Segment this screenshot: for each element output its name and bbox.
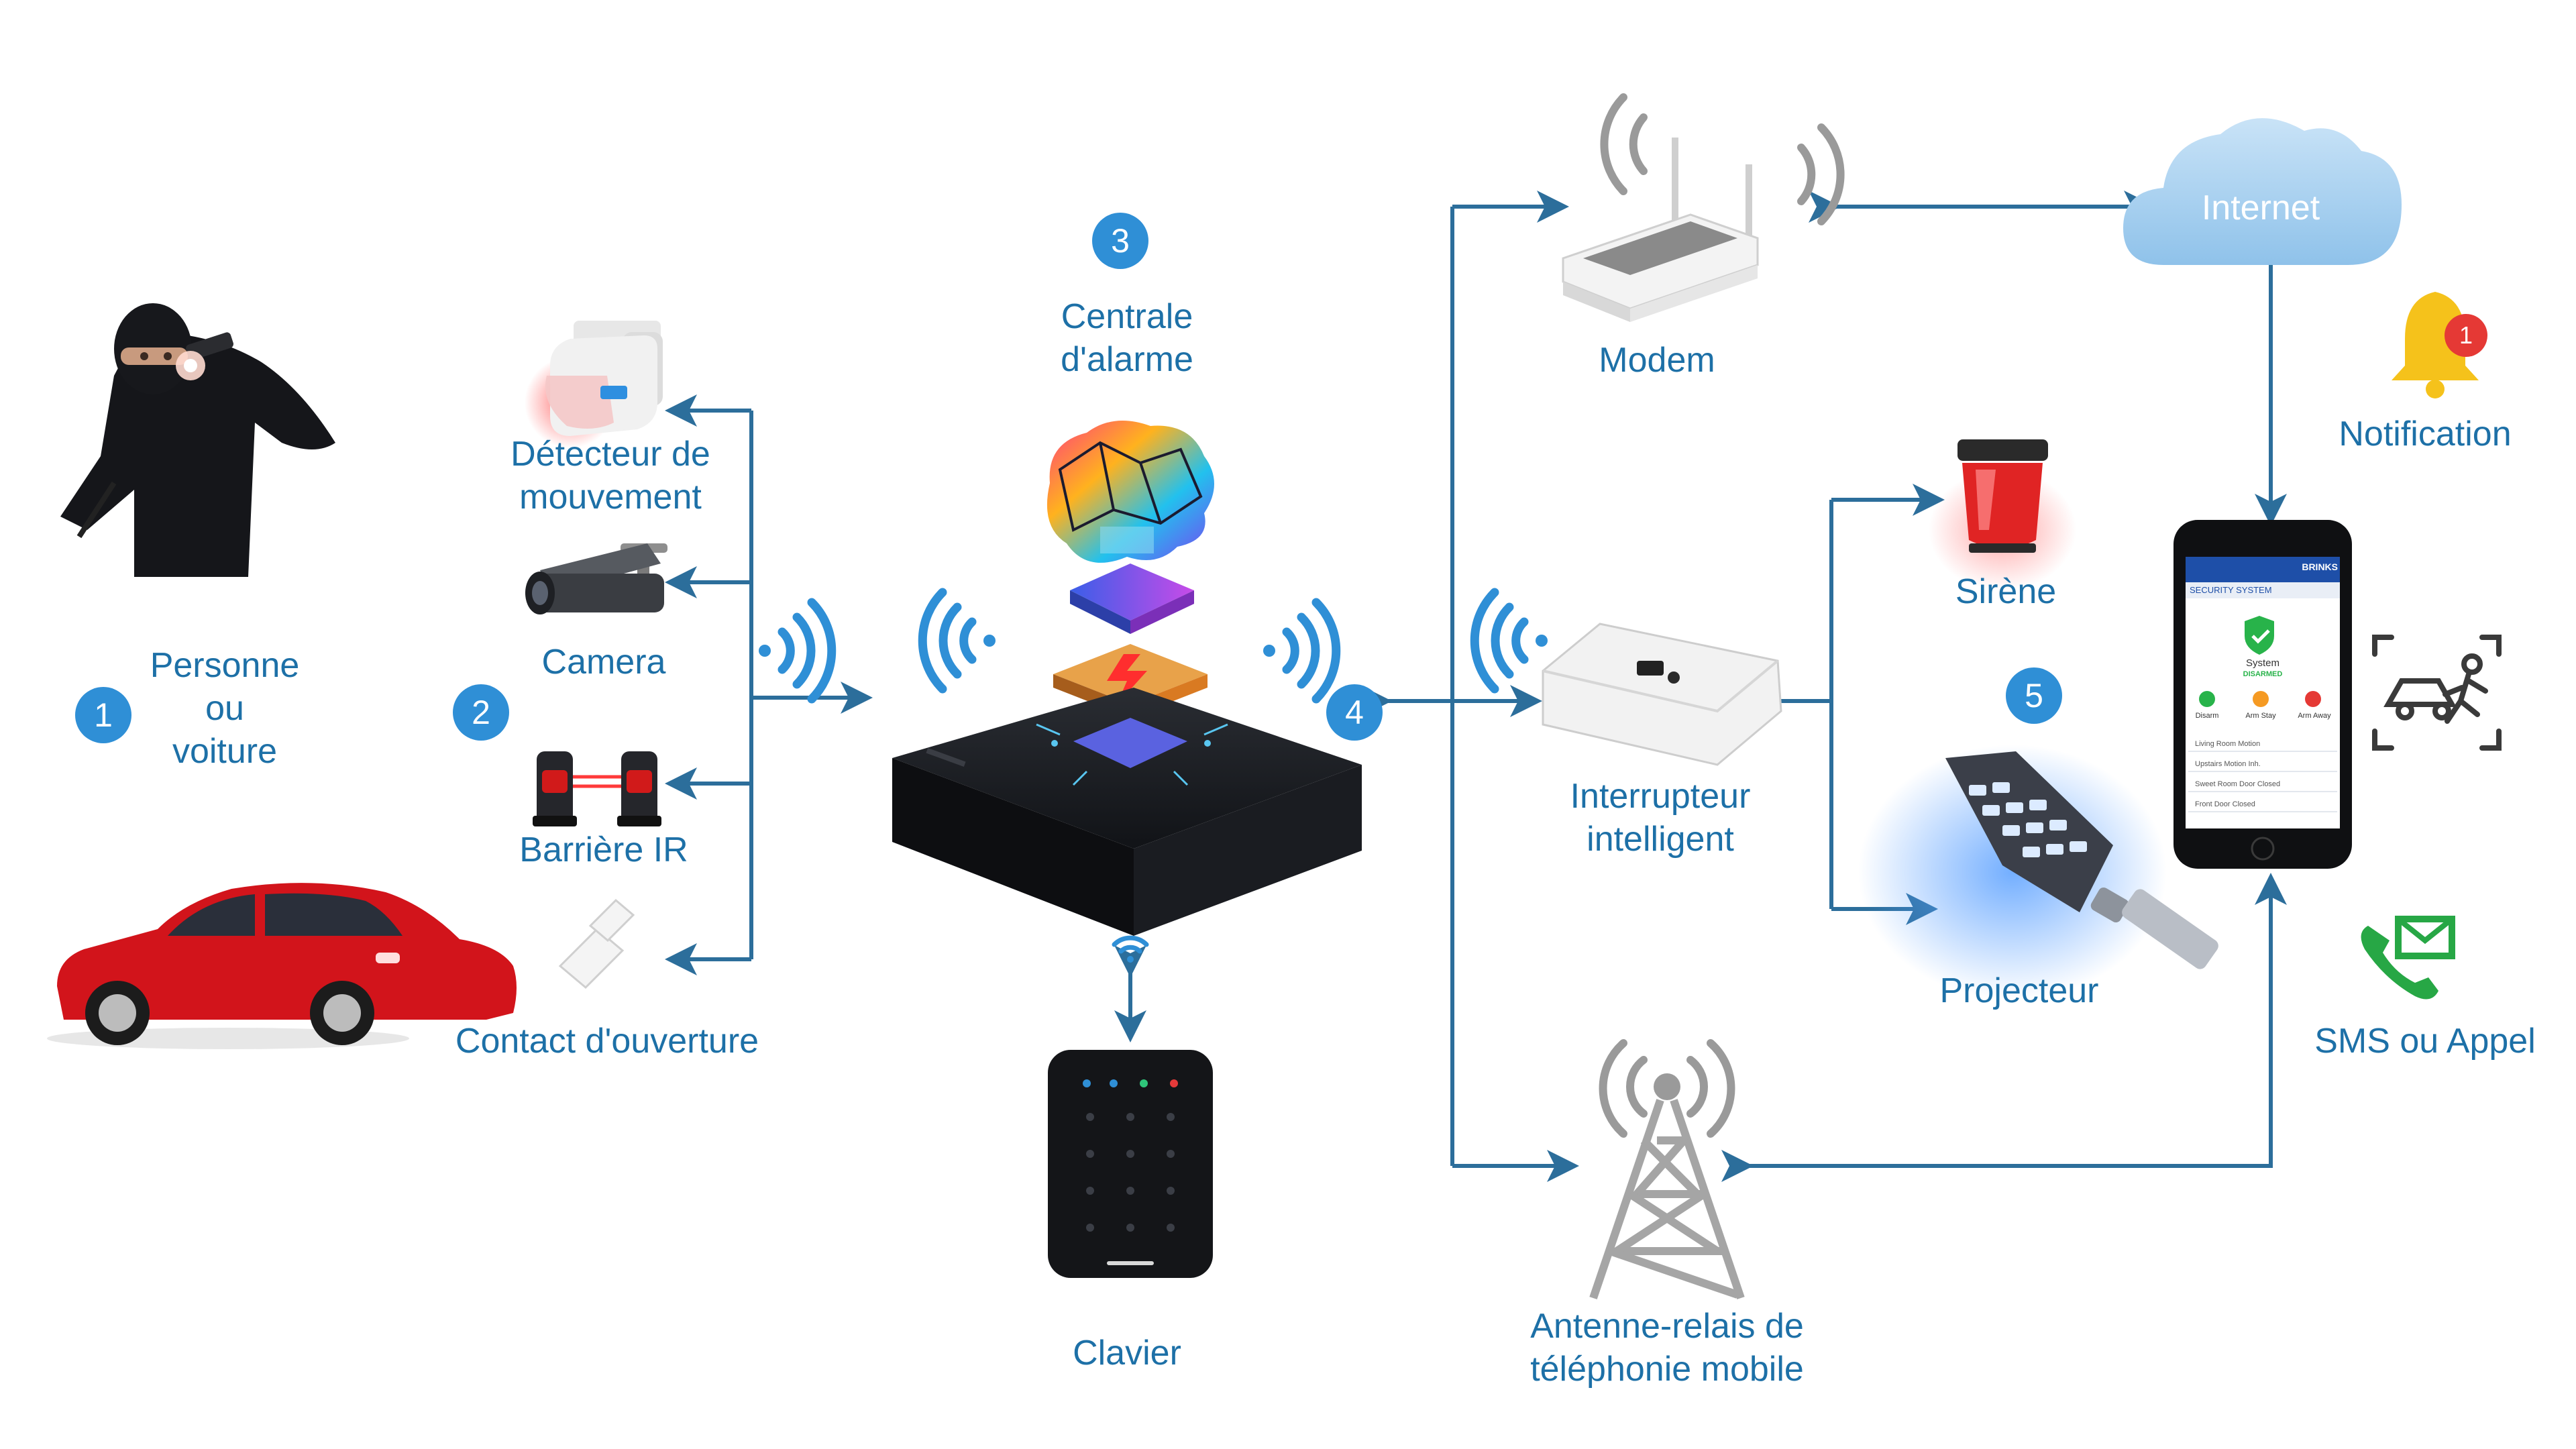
cell-tower-label: Antenne-relais de téléphonie mobile — [1530, 1307, 1804, 1389]
notification-count-badge: 1 — [2459, 321, 2473, 349]
floodlight-label: Projecteur — [1939, 971, 2099, 1010]
person-or-car-label: Personne ou voiture — [150, 646, 300, 771]
bell-icon — [2392, 292, 2487, 398]
smartphone-icon — [2174, 520, 2352, 869]
door-contact-label: Contact d'ouverture — [455, 1022, 759, 1061]
app-event-item: Front Door Closed — [2195, 800, 2255, 808]
ir-barrier-label: Barrière IR — [519, 830, 688, 869]
red-car — [47, 883, 517, 1049]
alarm-panel-label: Centrale d'alarme — [1061, 297, 1193, 379]
app-brand: BRINKS — [2302, 561, 2338, 572]
motion-sensor-icon — [525, 321, 663, 448]
step-badge-2: 2 — [453, 684, 509, 741]
cloud-icon — [2123, 118, 2402, 265]
step-badge-5: 5 — [2006, 667, 2062, 724]
tower-phone-arrow — [1721, 873, 2287, 1182]
cctv-camera-icon — [525, 543, 667, 614]
modem-label: Modem — [1599, 341, 1715, 380]
sms-call-icon — [2361, 916, 2455, 1000]
wifi-icon — [759, 598, 837, 704]
alarm-hub-icon — [892, 421, 1362, 936]
router-icon — [1562, 93, 1845, 322]
keypad-icon — [1048, 1050, 1213, 1278]
brain-ai-icon — [1046, 421, 1214, 563]
sms-or-call-label: SMS ou Appel — [2314, 1022, 2536, 1061]
app-arm-away-button[interactable]: Arm Away — [2298, 712, 2331, 720]
notification-label: Notification — [2339, 415, 2512, 453]
wifi-icon — [1112, 935, 1149, 963]
door-contact-icon — [558, 898, 635, 989]
siren-icon — [1929, 439, 2076, 590]
app-event-item: Living Room Motion — [2195, 740, 2261, 748]
camera-label: Camera — [541, 643, 666, 682]
floodlight-icon — [1858, 745, 2218, 1000]
ir-beam-icon — [533, 751, 661, 826]
app-status-value: DISARMED — [2243, 670, 2283, 678]
app-event-item: Upstairs Motion Inh. — [2195, 760, 2261, 768]
cell-tower-icon — [1589, 1039, 1745, 1299]
internet-label: Internet — [2201, 189, 2320, 227]
step-badge-4: 4 — [1326, 684, 1383, 741]
app-arm-stay-button[interactable]: Arm Stay — [2245, 712, 2276, 720]
step-badge-1: 1 — [75, 687, 131, 743]
smart-switch-label: Interrupteur intelligent — [1570, 777, 1751, 859]
wifi-icon — [1263, 598, 1341, 704]
app-header: SECURITY SYSTEM — [2190, 585, 2272, 595]
siren-label: Sirène — [1955, 572, 2057, 611]
wifi-icon — [1470, 588, 1548, 694]
wifi-icon — [918, 588, 996, 694]
app-disarm-button[interactable]: Disarm — [2195, 712, 2219, 720]
motion-detector-label: Détecteur de mouvement — [511, 435, 710, 517]
step-badge-3: 3 — [1092, 213, 1148, 269]
app-status-title: System — [2245, 657, 2279, 669]
app-event-item: Sweet Room Door Closed — [2195, 780, 2281, 788]
keypad-label: Clavier — [1073, 1334, 1181, 1373]
smart-switch-icon — [1542, 623, 1782, 766]
burglar-figure — [60, 303, 335, 577]
intrusion-detection-icon — [2372, 635, 2502, 751]
